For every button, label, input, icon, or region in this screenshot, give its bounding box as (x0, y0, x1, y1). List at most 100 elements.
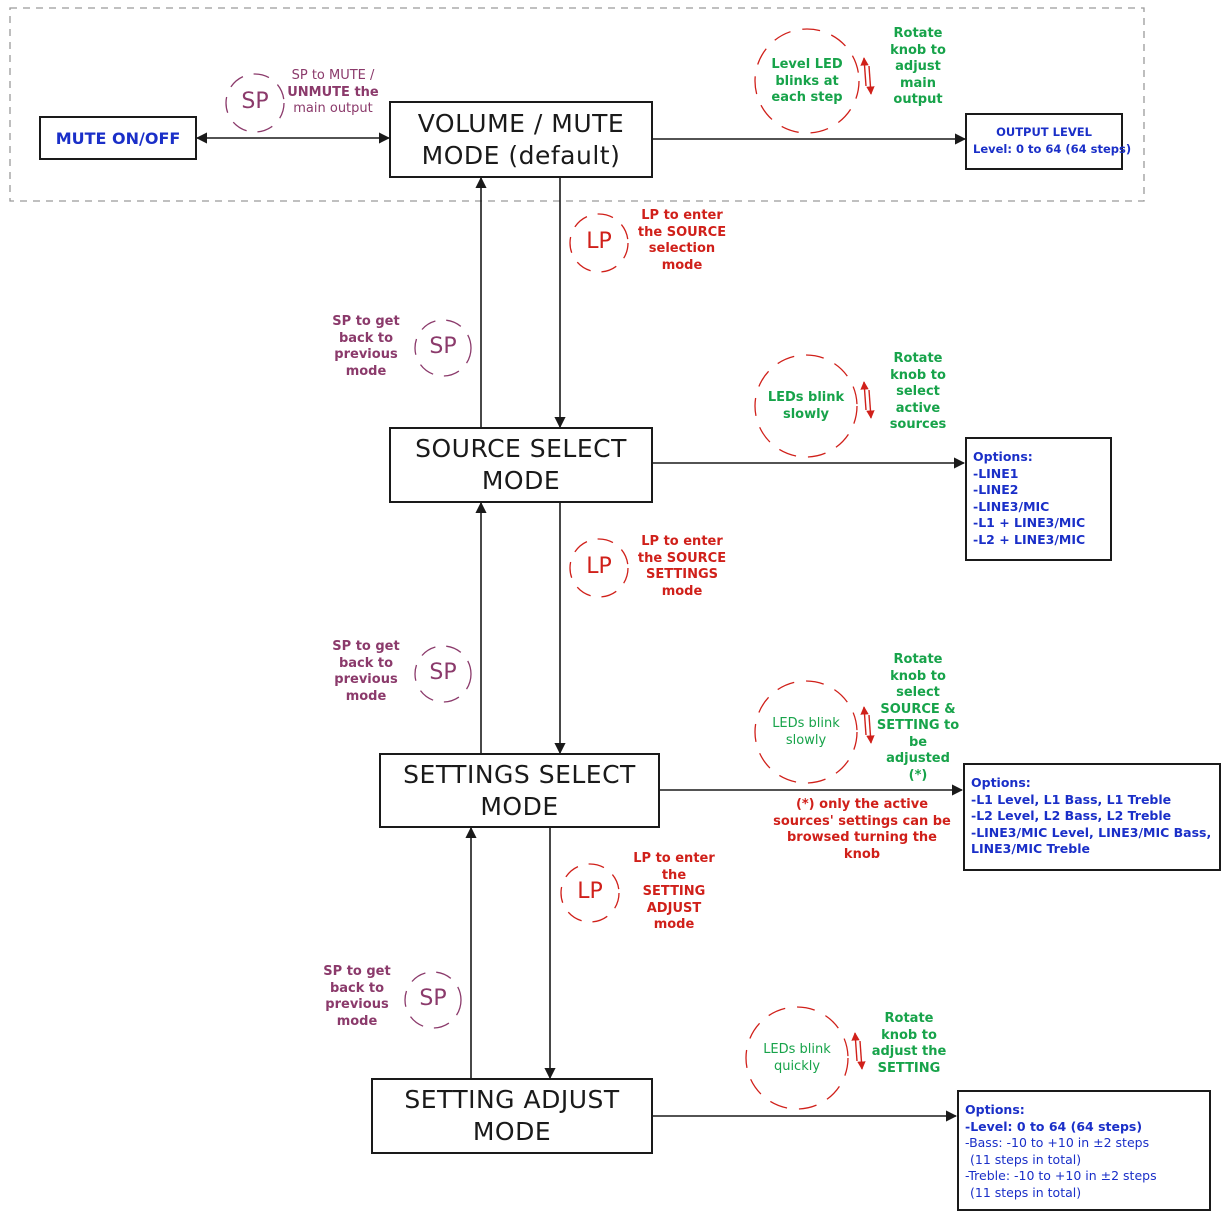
adjust-mode-line-1: SETTING ADJUST (404, 1085, 620, 1114)
note-line: knob to (890, 42, 946, 58)
source-options-box: Options: -LINE1 -LINE2 -LINE3/MIC -L1 + … (965, 437, 1112, 561)
note-line: SETTING (642, 884, 706, 899)
sp-mute-note: SP to MUTE / UNMUTE the main output (282, 68, 384, 118)
adjust-option-item: -Level: 0 to 64 (64 steps) (965, 1118, 1143, 1134)
volume-mode-line-1: VOLUME / MUTE (417, 108, 625, 138)
volume-mute-mode-box: VOLUME / MUTE MODE (default) (389, 101, 653, 178)
led-line: slowly (782, 406, 830, 422)
led-line: Level LED (771, 57, 843, 72)
note-line: ADJUST (646, 900, 702, 916)
adjust-option-item: (11 steps in total) (970, 1151, 1082, 1167)
note-line: SETTINGS (645, 567, 719, 582)
note-line: mode (653, 917, 695, 932)
note-line: mode (345, 688, 387, 704)
mute-on-off-label: MUTE ON/OFF (55, 128, 181, 148)
footnote-line: knob (843, 846, 881, 862)
led-ring-settings (754, 680, 858, 784)
sp-back-note-1: SP to get back to previous mode (318, 314, 414, 380)
sp-badge-back-3-ring (404, 971, 462, 1029)
settings-select-mode-box: SETTINGS SELECT MODE (379, 753, 660, 828)
source-select-mode-box: SOURCE SELECT MODE (389, 427, 653, 503)
lp-badge-3-ring (560, 863, 620, 923)
note-line: adjust (895, 59, 941, 74)
rotate-note-source: Rotate knob to select active sources (878, 351, 958, 434)
source-option-item: -LINE1 (973, 465, 1019, 481)
adjust-option-item: (11 steps in total) (970, 1184, 1082, 1200)
note-line: the SOURCE (637, 224, 727, 240)
note-line: LP to enter (633, 851, 715, 866)
led-line: LEDs blink (772, 716, 840, 731)
sp-badge-back-1: SP (429, 334, 457, 359)
rotate-note-adjust: Rotate knob to adjust the SETTING (866, 1011, 952, 1077)
footnote-line: browsed turning the (786, 830, 937, 845)
settings-option-item: -L1 Level, L1 Bass, L1 Treble (971, 791, 1172, 807)
settings-mode-line-1: SETTINGS SELECT (403, 759, 636, 789)
note-line: SP to get (332, 639, 400, 654)
led-line: blinks at (775, 73, 839, 89)
source-mode-line-2: MODE (481, 466, 561, 495)
sp-badge-mute: SP (241, 89, 269, 114)
note-line: sources (889, 417, 947, 432)
led-line: LEDs blink (767, 390, 845, 405)
note-line: Rotate (893, 26, 943, 41)
source-options-title: Options: (973, 449, 1033, 464)
adjust-option-item: -Bass: -10 to +10 in ±2 steps (965, 1135, 1150, 1150)
settings-mode-line-2: MODE (480, 791, 559, 821)
note-line: previous (334, 347, 398, 362)
settings-options-title: Options: (971, 775, 1031, 790)
note-line: mode (661, 257, 703, 273)
note-line: the (661, 867, 687, 883)
mute-on-off-box: MUTE ON/OFF (39, 116, 197, 160)
note-line: select (896, 384, 940, 399)
sp-badge-back-3: SP (419, 986, 447, 1011)
rotate-icon-volume (860, 57, 875, 95)
led-ring-source (754, 354, 858, 458)
footnote-line: (*) only the active (795, 797, 929, 812)
note-line: output (893, 92, 943, 107)
note-line: Rotate (884, 1011, 934, 1026)
note-line: (*) (908, 767, 928, 783)
led-text-volume: Level LED blinks at each step (762, 57, 852, 107)
note-line: SP to get (323, 964, 391, 979)
adjust-options-box: Options: -Level: 0 to 64 (64 steps) -Bas… (957, 1090, 1211, 1211)
lp-badge-2-ring (569, 538, 629, 598)
note-line: Rotate (893, 652, 943, 667)
note-line: SP to get (332, 314, 400, 329)
note-line: select (896, 685, 940, 700)
note-line: be (908, 734, 928, 750)
note-line: knob to (881, 1027, 937, 1043)
note-line: adjust the (871, 1044, 947, 1059)
note-line: knob to (890, 367, 946, 383)
rotate-note-volume: Rotate knob to adjust main output (878, 26, 958, 109)
note-line: previous (334, 672, 398, 687)
source-option-item: -LINE3/MIC (973, 498, 1050, 514)
note-line: SETTING to (876, 718, 960, 733)
adjust-mode-line-2: MODE (472, 1117, 552, 1146)
lp-badge-1-ring (569, 213, 629, 273)
rotate-icon-settings (860, 706, 875, 744)
note-line: mode (336, 1013, 378, 1029)
sp-back-note-3: SP to get back to previous mode (309, 964, 405, 1030)
note-line: SETTING (877, 1060, 941, 1076)
led-line: quickly (773, 1058, 821, 1074)
settings-option-item: LINE3/MIC Treble (971, 841, 1091, 856)
lp-settings-note: LP to enter the SOURCE SETTINGS mode (634, 534, 730, 600)
note-line: SOURCE & (880, 701, 956, 717)
note-line: LP to enter (641, 534, 723, 549)
setting-adjust-mode-box: SETTING ADJUST MODE (371, 1078, 653, 1154)
lp-adjust-note: LP to enter the SETTING ADJUST mode (626, 851, 722, 934)
settings-options-box: Options: -L1 Level, L1 Bass, L1 Treble -… (963, 763, 1221, 871)
output-level-title: OUTPUT LEVEL (996, 125, 1092, 139)
led-line: each step (771, 90, 843, 105)
active-sources-footnote: (*) only the active sources' settings ca… (772, 797, 952, 863)
sp-badge-back-2: SP (429, 660, 457, 685)
sp-badge-mute-ring (225, 73, 285, 133)
lp-badge-3: LP (577, 879, 603, 904)
output-level-box: OUTPUT LEVEL Level: 0 to 64 (64 steps) (965, 113, 1132, 170)
note-line: SP to MUTE / (291, 68, 375, 83)
note-line: selection (648, 241, 716, 256)
led-line: slowly (785, 732, 827, 748)
output-level-range: Level: 0 to 64 (64 steps) (973, 141, 1132, 156)
